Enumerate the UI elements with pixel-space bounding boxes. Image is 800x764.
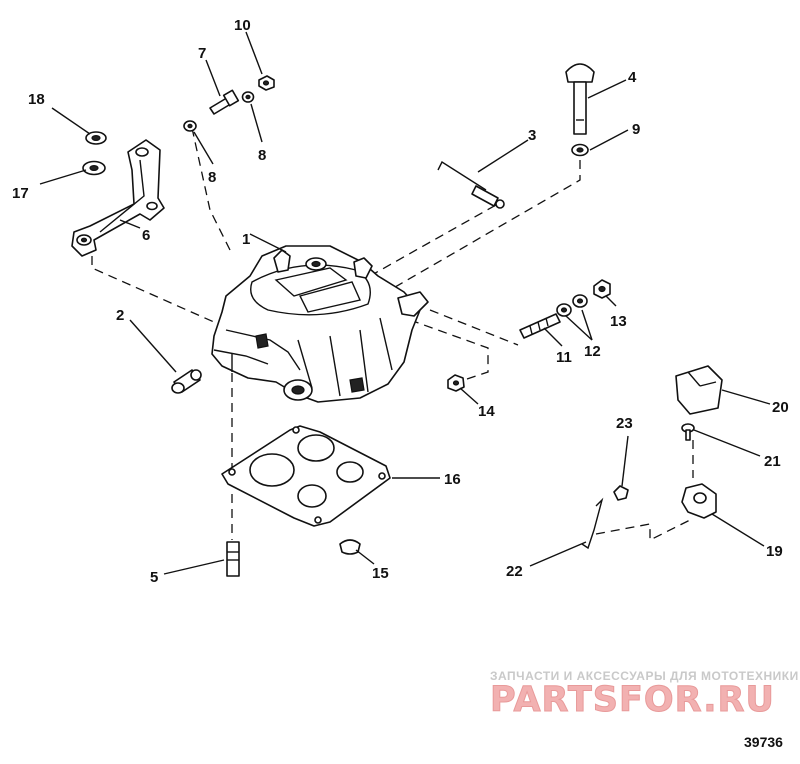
callout-11: 11 bbox=[556, 349, 572, 366]
callout-1: 1 bbox=[242, 231, 250, 248]
callout-9: 9 bbox=[632, 121, 640, 138]
callout-6: 6 bbox=[142, 227, 150, 244]
callout-12: 12 bbox=[584, 343, 601, 360]
callout-10: 10 bbox=[234, 17, 251, 34]
callout-22: 22 bbox=[506, 563, 523, 580]
watermark-tagline: ЗАПЧАСТИ И АКСЕССУАРЫ ДЛЯ МОТОТЕХНИКИ bbox=[490, 669, 799, 683]
washer-9 bbox=[571, 143, 589, 157]
washer-8-left bbox=[183, 120, 197, 132]
nut-14 bbox=[447, 374, 465, 392]
leader-lines bbox=[39, 31, 771, 575]
throttle-bracket-6 bbox=[71, 139, 165, 257]
screw-21 bbox=[681, 423, 695, 441]
stud-7 bbox=[209, 89, 240, 115]
assembly-dashed-lines bbox=[91, 127, 694, 542]
nut-13 bbox=[593, 279, 611, 299]
callout-19: 19 bbox=[766, 543, 783, 560]
callout-7: 7 bbox=[198, 45, 206, 62]
washer-18 bbox=[85, 131, 107, 145]
plug-15 bbox=[339, 539, 361, 555]
callout-17: 17 bbox=[12, 185, 29, 202]
washer-17 bbox=[82, 160, 106, 176]
stud-11 bbox=[519, 313, 561, 339]
callout-labels: 1 2 3 4 5 6 7 8 8 9 10 11 12 13 14 15 16… bbox=[12, 17, 789, 586]
clip-23 bbox=[613, 485, 629, 501]
callout-23: 23 bbox=[616, 415, 633, 432]
callout-8-right: 8 bbox=[258, 147, 266, 164]
callout-3: 3 bbox=[528, 127, 536, 144]
callout-8-left: 8 bbox=[208, 169, 216, 186]
callout-14: 14 bbox=[478, 403, 495, 420]
fuel-fitting-2 bbox=[171, 369, 202, 394]
bolt-4 bbox=[565, 63, 595, 135]
callout-16: 16 bbox=[444, 471, 461, 488]
washers-12 bbox=[556, 294, 588, 317]
callout-18: 18 bbox=[28, 91, 45, 108]
callout-4: 4 bbox=[628, 69, 637, 86]
callout-21: 21 bbox=[764, 453, 781, 470]
stud-5 bbox=[226, 541, 240, 577]
callout-15: 15 bbox=[372, 565, 389, 582]
figure-number: 39736 bbox=[744, 734, 783, 750]
washer-8-right bbox=[241, 91, 255, 103]
callout-13: 13 bbox=[610, 313, 627, 330]
gasket-16 bbox=[221, 425, 391, 527]
callout-2: 2 bbox=[116, 307, 124, 324]
callout-20: 20 bbox=[772, 399, 789, 416]
watermark-logo: PARTSFOR.RU bbox=[490, 680, 775, 721]
bracket-19 bbox=[681, 483, 717, 519]
cover-20 bbox=[675, 365, 723, 415]
nut-10 bbox=[258, 75, 275, 91]
carburetor-1 bbox=[211, 245, 429, 403]
choke-rod-3 bbox=[437, 160, 505, 209]
rod-22 bbox=[581, 497, 604, 550]
callout-5: 5 bbox=[150, 569, 158, 586]
